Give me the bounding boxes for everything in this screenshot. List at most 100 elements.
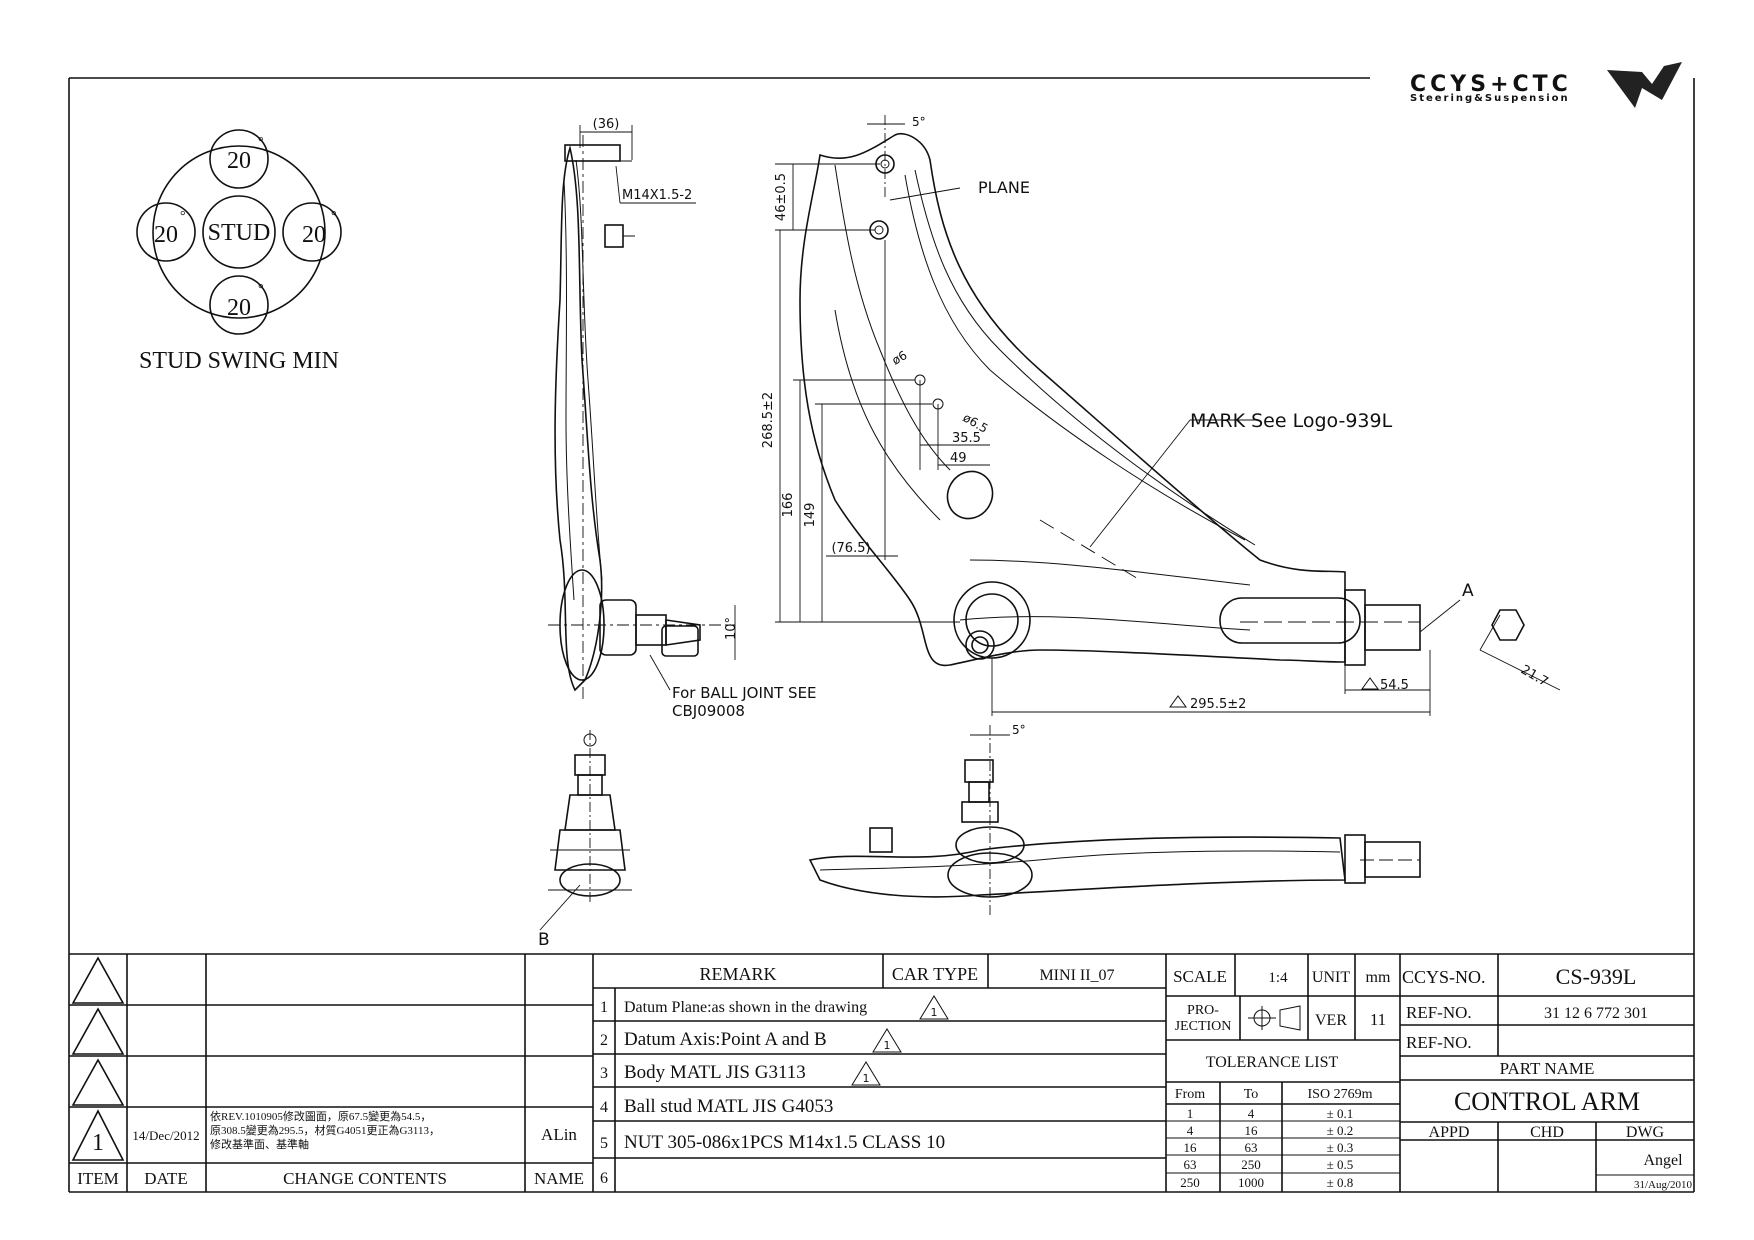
plane-label: PLANE [978,178,1030,197]
remark-no-2: 2 [600,1032,608,1049]
dim-5deg-top: 5° [912,115,926,129]
drawing-date: 31/Aug/2010 [1634,1179,1693,1191]
dim-5deg-bottom: 5° [1012,723,1026,737]
dim-217: 21.7 [1518,662,1551,689]
chd-label: CHD [1530,1124,1564,1141]
car-type-value: MINI II_07 [1039,967,1114,984]
title-block: 1 14/Dec/2012 依REV.1010905修改圖面，原67.5變更為5… [69,953,1694,1192]
rev-date-1: 14/Dec/2012 [132,1128,199,1143]
degree-right: ° [331,209,337,224]
rev-name-1: ALin [541,1125,577,1144]
unit-label: UNIT [1312,969,1350,986]
part-name-label: PART NAME [1500,1059,1595,1078]
rev-header-name: NAME [534,1169,584,1188]
point-b-label: B [538,930,550,950]
rev-item-1: 1 [92,1130,104,1156]
ref-no-value: 31 12 6 772 301 [1544,1005,1648,1022]
tol-to: 63 [1245,1140,1258,1155]
remark-text-3: Body MATL JIS G3113 [624,1062,806,1083]
unit-value: mm [1366,969,1391,986]
dim-268: 268.5±2 [761,392,776,448]
rev-triangle-icon [71,1109,125,1161]
tol-value: ± 0.3 [1327,1140,1354,1155]
rev-header-change: CHANGE CONTENTS [283,1169,447,1188]
remark-header: REMARK [699,964,776,984]
remark-text-2: Datum Axis:Point A and B [624,1029,827,1050]
tol-value: ± 0.1 [1327,1106,1354,1121]
ccys-no-value: CS-939L [1556,964,1637,989]
appd-label: APPD [1429,1124,1470,1141]
remark-no-6: 6 [600,1170,608,1187]
ball-joint-note: For BALL JOINT SEE [672,684,817,702]
svg-text:1: 1 [931,1006,938,1019]
svg-text:1: 1 [884,1039,891,1052]
remark-text-1: Datum Plane:as shown in the drawing [624,999,867,1016]
rev-triangle-icon [71,1058,125,1106]
ver-value: 11 [1370,1010,1386,1029]
projection-label-2: JECTION [1175,1019,1232,1034]
tol-value: ± 0.5 [1327,1157,1354,1172]
swing-angle-bottom: 20 [227,295,251,321]
datum-triangle-icon [872,1028,902,1053]
stud-center-label: STUD [208,220,271,246]
dim-phi6: ø6 [890,348,910,368]
ref-no-label: REF-NO. [1406,1003,1472,1022]
car-type-label: CAR TYPE [892,964,978,984]
scale-label: SCALE [1173,967,1227,986]
remark-text-4: Ball stud MATL JIS G4053 [624,1096,833,1117]
tol-from: 63 [1184,1157,1197,1172]
dim-166: 166 [781,493,796,518]
tol-from: 250 [1180,1175,1200,1190]
dim-10deg: 10° [724,617,739,640]
tol-from: 16 [1184,1140,1198,1155]
rev-change-line3: 修改基準面、基準軸 [210,1137,309,1151]
dim-355: 35.5 [952,431,981,446]
swing-angle-right: 20 [302,222,326,248]
dim-149: 149 [803,503,818,528]
tol-header-to: To [1244,1087,1259,1102]
tolerance-rows: 1 4 ± 0.1 4 16 ± 0.2 16 63 ± 0.3 63 250 … [1180,1106,1353,1190]
remark-text-5: NUT 305-086x1PCS M14x1.5 CLASS 10 [624,1132,945,1153]
degree-left: ° [180,209,186,224]
front-view: 5° [808,723,1421,915]
tol-header-iso: ISO 2769m [1308,1087,1373,1102]
stud-swing-caption: STUD SWING MIN [139,348,339,374]
rev-header-item: ITEM [77,1169,119,1188]
tol-to: 1000 [1238,1175,1264,1190]
datum-triangle-icon [851,1061,881,1086]
tol-value: ± 0.8 [1327,1175,1354,1190]
tol-header-from: From [1175,1087,1205,1102]
drawn-by: Angel [1643,1152,1683,1169]
remark-no-3: 3 [600,1065,608,1082]
plan-view: PLANE 5° 46±0.5 268.5±2 166 149 (76.5) ø… [761,115,1561,716]
ref-no2-label: REF-NO. [1406,1033,1472,1052]
stud-swing-diagram: STUD 20 20 20 20 ° ° ° ° STUD SWING MIN [136,129,342,374]
dim-49: 49 [950,451,967,466]
scale-value: 1:4 [1268,970,1288,986]
rev-change-line1: 依REV.1010905修改圖面，原67.5變更為54.5， [210,1109,431,1123]
rev-triangle-icon [71,1007,125,1055]
tolerance-title: TOLERANCE LIST [1206,1054,1339,1071]
tol-to: 16 [1245,1123,1259,1138]
logo-mark-icon [1607,62,1682,108]
ccys-no-label: CCYS-NO. [1402,967,1486,987]
projection-label: PRO- [1187,1003,1219,1018]
tol-from: 4 [1187,1123,1194,1138]
dim-2955: 295.5±2 [1190,697,1246,712]
thread-callout: M14X1.5-2 [622,188,692,203]
tol-value: ± 0.2 [1327,1123,1354,1138]
dim-46: 46±0.5 [774,173,789,221]
dwg-label: DWG [1626,1124,1665,1141]
tol-from: 1 [1187,1106,1194,1121]
logo-tagline: Steering&Suspension [1410,93,1570,104]
rev-triangle-icon [71,956,125,1004]
tol-to: 4 [1248,1106,1255,1121]
dim-76: (76.5) [831,541,870,556]
tol-to: 250 [1241,1157,1261,1172]
swing-angle-top: 20 [227,148,251,174]
mark-note: MARK See Logo-939L [1190,410,1393,432]
remark-no-1: 1 [600,999,608,1016]
ball-joint-view: B [538,730,632,950]
part-name-value: CONTROL ARM [1454,1087,1640,1116]
